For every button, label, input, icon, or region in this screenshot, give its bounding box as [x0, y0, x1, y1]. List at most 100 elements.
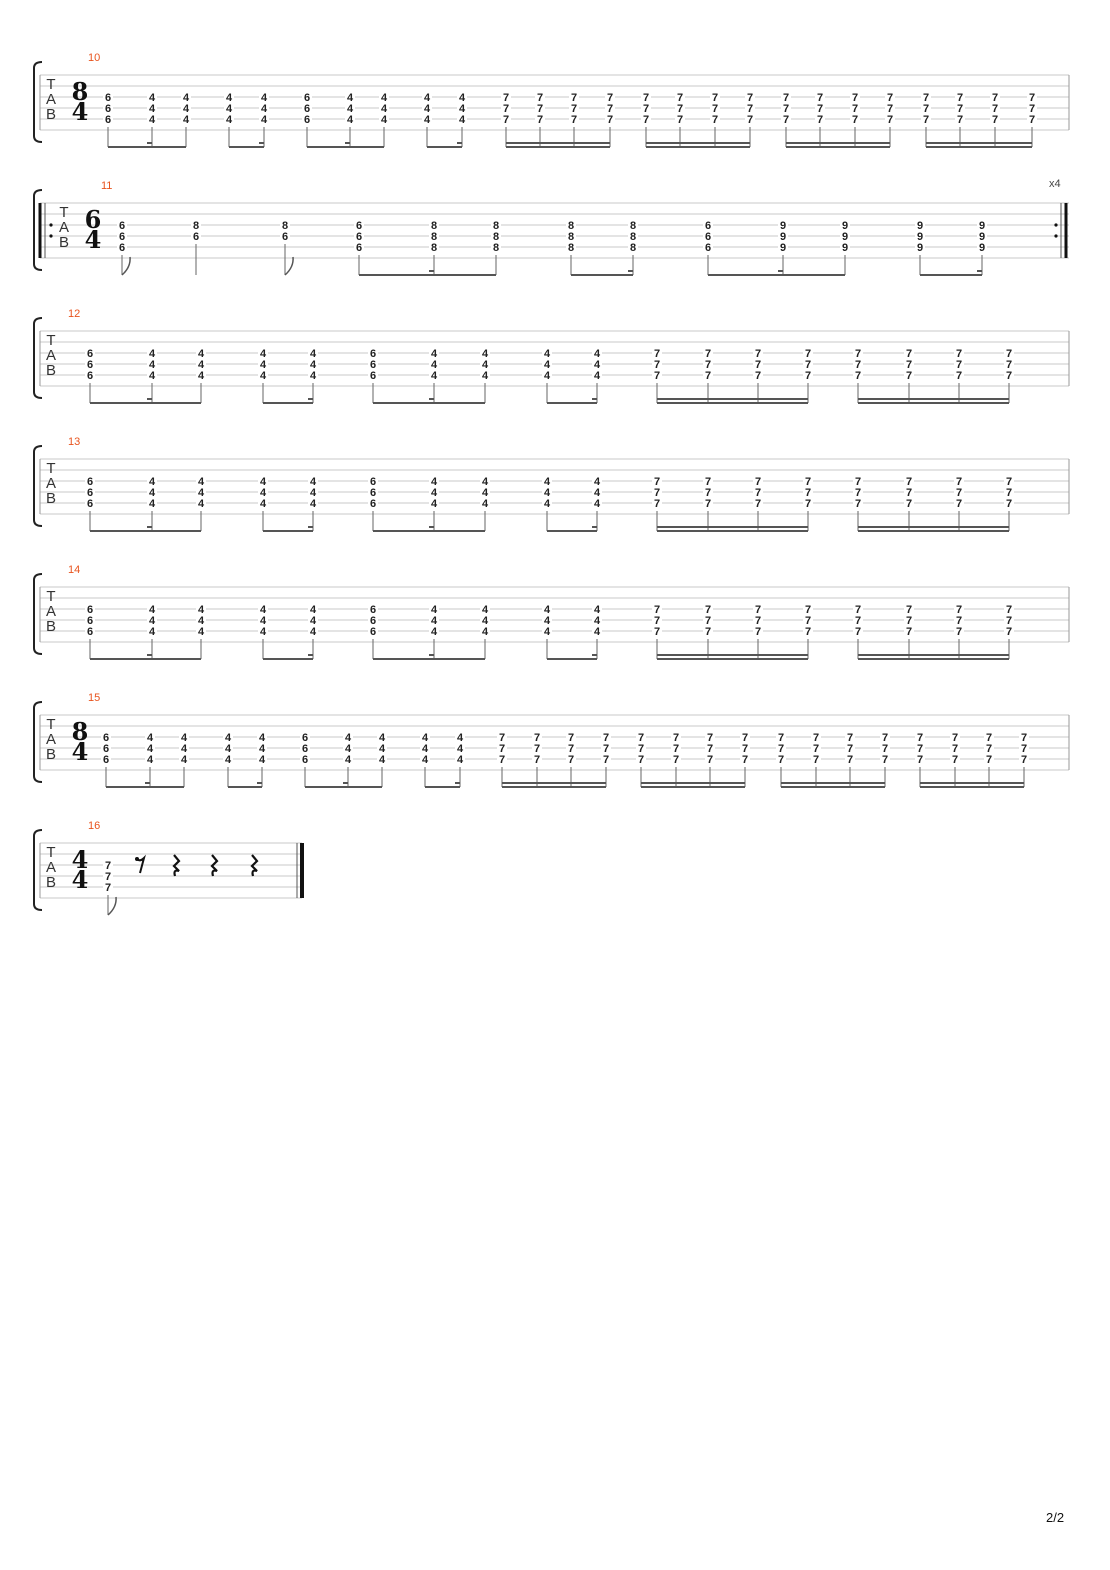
fret-number: 7	[952, 732, 958, 744]
tab-clef-letter: B	[46, 746, 56, 763]
fret-number: 4	[594, 626, 601, 638]
fret-bg	[302, 92, 312, 103]
fret-bg	[955, 103, 965, 114]
fret-number: 6	[87, 604, 93, 616]
fret-number: 6	[302, 743, 308, 755]
fret-bg	[845, 754, 855, 765]
fret-number: 7	[747, 103, 753, 115]
tab-clef-letter: T	[46, 460, 55, 477]
time-signature-top: 8	[72, 717, 89, 746]
fret-number: 7	[707, 754, 713, 766]
fret-bg	[280, 220, 290, 231]
fret-bg	[954, 348, 964, 359]
fret-number: 7	[537, 103, 543, 115]
fret-bg	[803, 487, 813, 498]
fret-bg	[753, 487, 763, 498]
fret-bg	[1004, 359, 1014, 370]
fret-number: 4	[347, 92, 354, 104]
fret-number: 7	[906, 626, 912, 638]
fret-bg	[675, 114, 685, 125]
fret-bg	[223, 743, 233, 754]
fret-number: 4	[225, 754, 232, 766]
fret-number: 6	[87, 487, 93, 499]
fret-number: 4	[310, 487, 317, 499]
system-bracket	[33, 189, 43, 271]
fret-number: 4	[149, 604, 156, 616]
fret-bg	[745, 114, 755, 125]
fret-number: 8	[431, 220, 437, 232]
fret-bg	[480, 615, 490, 626]
fret-number: 4	[544, 498, 551, 510]
fret-bg	[429, 220, 439, 231]
fret-bg	[1004, 487, 1014, 498]
fret-number: 8	[282, 220, 288, 232]
fret-bg	[753, 604, 763, 615]
fret-number: 7	[603, 743, 609, 755]
fret-number: 4	[198, 476, 205, 488]
fret-number: 6	[87, 476, 93, 488]
fret-bg	[542, 476, 552, 487]
fret-bg	[535, 114, 545, 125]
fret-bg	[840, 242, 850, 253]
tab-clef-letter: A	[46, 603, 56, 620]
system-bracket	[33, 317, 43, 399]
fret-number: 6	[705, 231, 711, 243]
fret-number: 4	[260, 359, 267, 371]
tab-clef-letter: T	[59, 204, 68, 221]
fret-bg	[535, 92, 545, 103]
fret-bg	[257, 743, 267, 754]
fret-bg	[904, 476, 914, 487]
fret-number: 6	[370, 476, 376, 488]
fret-number: 7	[742, 732, 748, 744]
fret-number: 4	[149, 370, 156, 382]
fret-bg	[145, 732, 155, 743]
fret-bg	[592, 615, 602, 626]
fret-bg	[103, 92, 113, 103]
fret-number: 7	[1006, 476, 1012, 488]
fret-number: 7	[654, 348, 660, 360]
tab-clef-letter: B	[46, 490, 56, 507]
fret-number: 6	[370, 348, 376, 360]
fret-number: 7	[923, 114, 929, 126]
fret-number: 4	[183, 92, 190, 104]
fret-number: 6	[103, 754, 109, 766]
fret-number: 7	[1029, 114, 1035, 126]
note-flag	[121, 256, 131, 276]
fret-number: 7	[638, 743, 644, 755]
measure-number: 15	[88, 692, 100, 704]
fret-number: 4	[310, 615, 317, 627]
fret-number: 4	[482, 370, 489, 382]
fret-bg	[258, 370, 268, 381]
fret-bg	[422, 103, 432, 114]
fret-bg	[420, 754, 430, 765]
time-signature-top: 8	[72, 77, 89, 106]
fret-bg	[811, 754, 821, 765]
fret-number: 4	[482, 498, 489, 510]
fret-bg	[429, 626, 439, 637]
fret-number: 7	[534, 743, 540, 755]
fret-bg	[85, 359, 95, 370]
fret-bg	[147, 359, 157, 370]
fret-bg	[429, 487, 439, 498]
fret-number: 7	[855, 348, 861, 360]
fret-number: 4	[381, 114, 388, 126]
fret-bg	[455, 754, 465, 765]
fret-bg	[379, 103, 389, 114]
fret-bg	[671, 743, 681, 754]
fret-bg	[420, 732, 430, 743]
fret-number: 6	[103, 743, 109, 755]
measure-number: 11	[101, 180, 112, 192]
fret-number: 7	[986, 743, 992, 755]
fret-bg	[569, 114, 579, 125]
fret-bg	[532, 754, 542, 765]
fret-bg	[915, 242, 925, 253]
fret-bg	[196, 370, 206, 381]
fret-bg	[368, 348, 378, 359]
fret-number: 7	[887, 103, 893, 115]
fret-number: 7	[503, 103, 509, 115]
fret-bg	[778, 220, 788, 231]
fret-number: 7	[105, 860, 111, 872]
fret-bg	[1019, 754, 1029, 765]
fret-number: 4	[379, 743, 386, 755]
fret-number: 7	[499, 732, 505, 744]
